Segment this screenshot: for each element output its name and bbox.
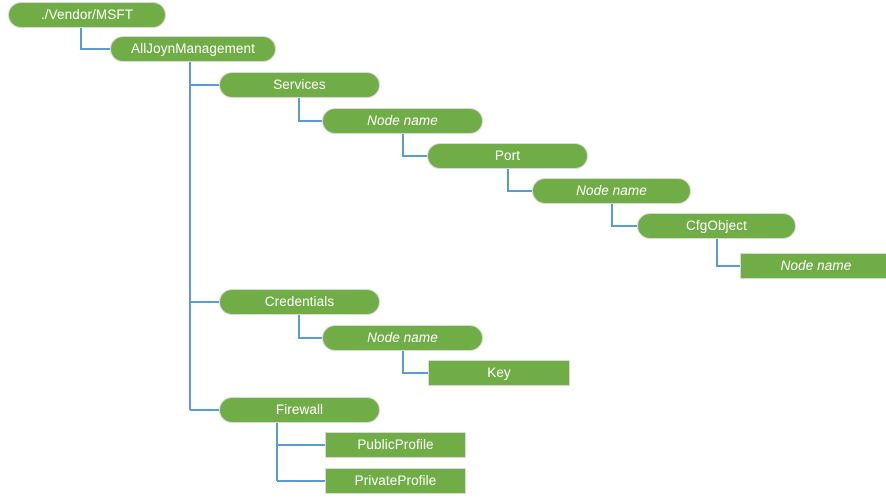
tree-node-public-profile[interactable]: PublicProfile xyxy=(325,432,466,458)
tree-node-cfgobject[interactable]: CfgObject xyxy=(637,213,796,239)
tree-node-port[interactable]: Port xyxy=(427,143,588,169)
tree-node-services[interactable]: Services xyxy=(219,72,380,98)
tree-node-label: Key xyxy=(487,365,511,381)
connector-credentialsnode-to-key xyxy=(402,351,428,374)
tree-node-label: AllJoynManagement xyxy=(130,41,256,57)
tree-node-label: PublicProfile xyxy=(357,437,434,453)
tree-node-label: Node name xyxy=(576,183,647,199)
connector-servicesnode-to-port xyxy=(402,134,427,157)
tree-node-label: CfgObject xyxy=(686,218,747,234)
tree-node-credentials-node-name[interactable]: Node name xyxy=(322,325,483,351)
tree-node-port-node-name[interactable]: Node name xyxy=(532,178,691,204)
tree-node-label: Services xyxy=(273,77,326,93)
tree-node-credentials[interactable]: Credentials xyxy=(219,289,380,315)
tree-node-alljoynmanagement[interactable]: AllJoynManagement xyxy=(110,36,276,62)
tree-node-label: Node name xyxy=(367,113,438,129)
connector-credentials-to-nodename xyxy=(298,315,322,339)
tree-node-label: Node name xyxy=(780,258,852,274)
connector-cfgobject-to-nodename xyxy=(716,239,740,267)
tree-node-vendor-msft[interactable]: ./Vendor/MSFT xyxy=(8,2,166,28)
connector-port-to-nodename xyxy=(507,169,532,192)
tree-node-label: Firewall xyxy=(275,402,324,418)
tree-node-label: Node name xyxy=(367,330,438,346)
tree-node-label: ./Vendor/MSFT xyxy=(40,7,134,23)
tree-node-firewall[interactable]: Firewall xyxy=(219,397,380,423)
connector-portnode-to-cfgobject xyxy=(611,204,637,227)
tree-node-label: Port xyxy=(494,148,521,164)
tree-node-services-node-name[interactable]: Node name xyxy=(322,108,483,134)
connector-services-to-nodename xyxy=(298,98,322,122)
tree-node-cfgobject-node-name[interactable]: Node name xyxy=(740,253,886,279)
tree-node-key[interactable]: Key xyxy=(428,360,570,386)
tree-node-private-profile[interactable]: PrivateProfile xyxy=(325,468,466,494)
tree-node-label: PrivateProfile xyxy=(354,473,437,489)
connector-vendor-to-alljoyn xyxy=(80,28,110,50)
tree-node-label: Credentials xyxy=(264,294,335,310)
